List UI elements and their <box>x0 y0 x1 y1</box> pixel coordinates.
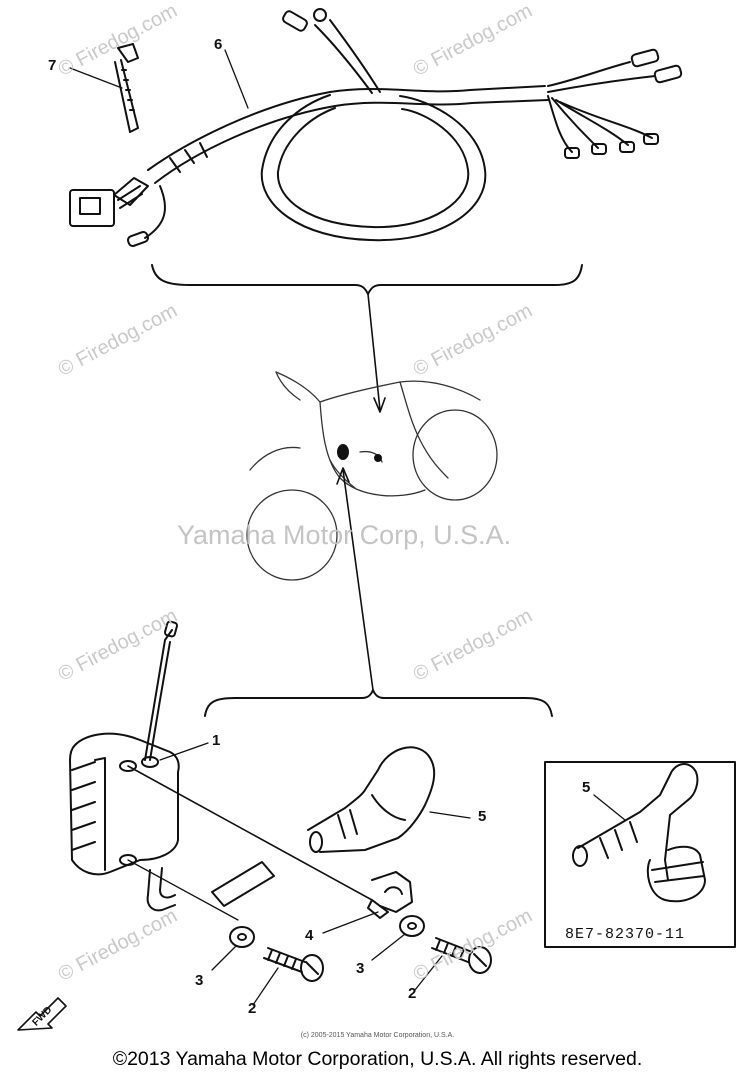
plug-cap-part <box>307 746 436 853</box>
inset-plug-cap-part <box>572 763 706 903</box>
washer-part-left <box>229 926 255 948</box>
callout-5-inset: 5 <box>582 779 591 796</box>
rubber-tube <box>211 861 275 907</box>
callout-4: 4 <box>305 927 314 944</box>
screw-part-right <box>431 937 492 974</box>
callout-1: 1 <box>212 732 221 749</box>
leader-line-6 <box>224 49 249 109</box>
ignition-coil-part <box>69 620 180 912</box>
copyright-fine-print: (c) 2005-2015 Yamaha Motor Corporation, … <box>300 1032 455 1039</box>
group-brace-top <box>151 264 583 295</box>
coil-mount-line <box>127 765 373 901</box>
callout-7: 7 <box>48 57 57 74</box>
leader-line-5-inset <box>593 794 626 821</box>
coil-lower-line <box>127 859 239 921</box>
wire-harness-part <box>69 8 683 247</box>
callout-6: 6 <box>214 36 223 53</box>
copyright-footer: ©2013 Yamaha Motor Corporation, U.S.A. A… <box>112 1048 643 1070</box>
yamaha-watermark: Yamaha Motor Corp, U.S.A. <box>177 520 512 550</box>
callout-2-right: 2 <box>408 985 417 1002</box>
clamp-part <box>367 871 413 919</box>
fwd-arrow-icon <box>17 997 67 1031</box>
washer-part-right <box>399 915 425 937</box>
pointer-arrow-top <box>367 293 381 411</box>
callout-3-right: 3 <box>356 960 365 977</box>
leader-line-5 <box>429 811 471 819</box>
ignition-location-marker <box>337 444 382 462</box>
leader-line-7 <box>69 67 123 89</box>
cable-tie-part <box>114 43 139 133</box>
leader-line-2a <box>252 967 279 1006</box>
inset-box <box>544 761 736 948</box>
leader-line-2b <box>414 955 443 991</box>
leader-line-1 <box>159 742 209 761</box>
group-brace-bottom <box>204 689 553 717</box>
callout-5: 5 <box>478 808 487 825</box>
screw-part-left <box>263 947 324 982</box>
callout-3-left: 3 <box>195 972 204 989</box>
leader-line-4 <box>322 911 379 934</box>
leader-line-3b <box>371 933 406 961</box>
leader-line-3a <box>211 945 237 971</box>
inset-part-code: 8E7-82370-11 <box>565 926 686 943</box>
pointer-arrow-bottom <box>342 469 374 691</box>
callout-2-left: 2 <box>248 1000 257 1017</box>
